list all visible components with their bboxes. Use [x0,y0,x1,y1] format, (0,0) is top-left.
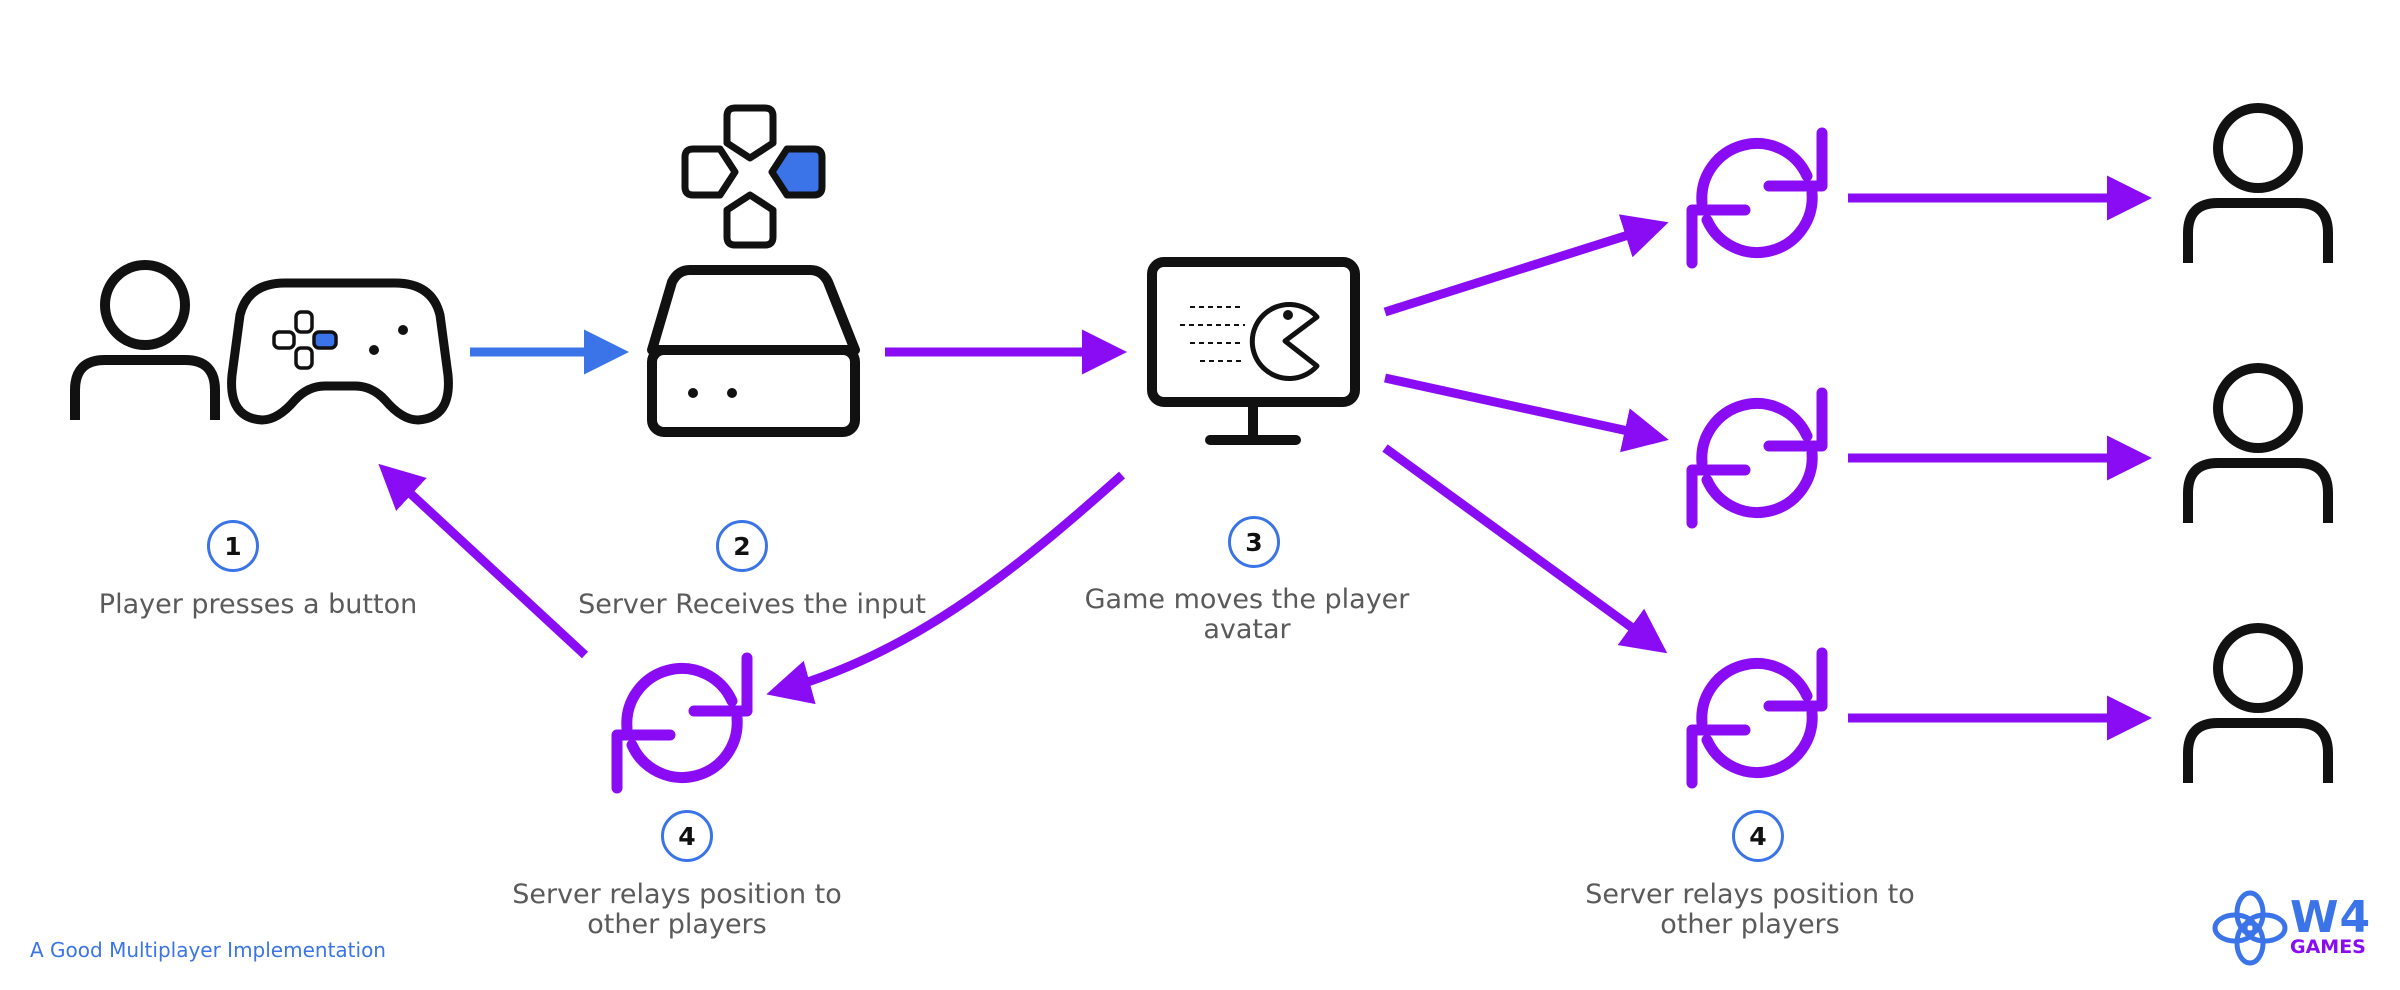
footer-title: A Good Multiplayer Implementation [30,938,386,962]
pacman-icon [1249,302,1320,381]
brand-logo: W4 GAMES [2290,896,2371,957]
step-badge: 2 [716,520,768,572]
brand-logo-subtext: GAMES [2290,936,2366,958]
sync-icon [1692,133,1822,263]
sync-icon [1692,393,1822,523]
sync-icon [617,658,747,788]
step-badge: 4 [1732,810,1784,862]
game-to-relay-arrow [1382,444,1668,654]
brand-logo-icon [2212,890,2288,966]
server-icon [647,265,860,437]
caption-line: avatar [1203,614,1291,645]
caption-line: Server relays position to [512,879,842,910]
step-caption: Game moves the player avatar [1085,585,1410,645]
step-caption: Server Receives the input [578,589,926,620]
player-icon [75,265,215,420]
player-icon [2188,108,2328,263]
sync-icon [1692,653,1822,783]
step-caption: Player presses a button [98,589,418,620]
caption-line: other players [587,909,767,940]
dpad-icon [681,104,826,249]
game-to-relay-arrow [1384,373,1669,453]
game-to-relay-arrow [1383,214,1669,317]
step-caption: Server relays position to other players [1585,880,1915,940]
gamepad-icon [227,278,453,425]
caption-line: Server relays position to [1585,879,1915,910]
player-icon [2188,628,2328,783]
step-badge: 1 [207,520,259,572]
game-to-relay-arrow [766,471,1125,705]
brand-logo-text: W4 [2290,892,2372,943]
player-icon [2188,368,2328,523]
step-badge: 4 [661,810,713,862]
monitor-icon [1147,257,1360,445]
caption-line: Game moves the player [1084,584,1410,615]
caption-line: other players [1660,909,1840,940]
step-badge: 3 [1228,516,1280,568]
relay-to-player-arrow [378,463,589,659]
step-caption: Server relays position to other players [512,880,842,940]
